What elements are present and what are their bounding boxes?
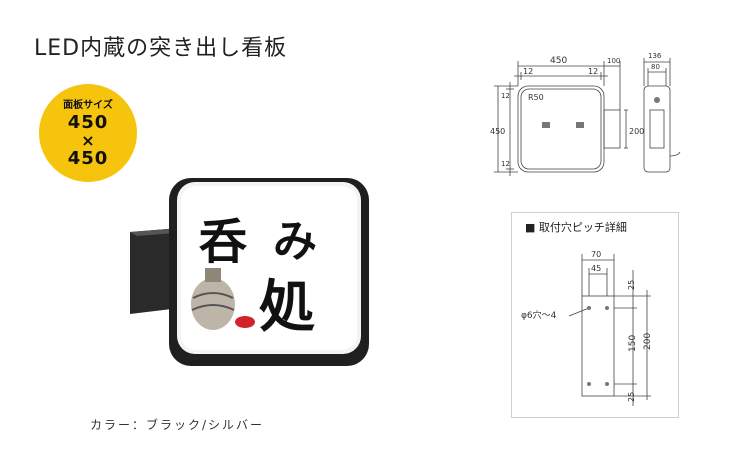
dim-depth-total: 136 xyxy=(648,52,662,60)
badge-height: 450 xyxy=(67,148,109,169)
pitch-middle: 150 xyxy=(628,335,638,352)
sign-char-3: 処 xyxy=(259,275,315,340)
dim-margin-left: 12 xyxy=(523,67,533,76)
badge-times: × xyxy=(81,131,95,150)
dim-height: 450 xyxy=(490,127,505,136)
pitch-total: 200 xyxy=(643,333,653,350)
product-title: LED内蔵の突き出し看板 xyxy=(34,36,288,61)
badge-width: 450 xyxy=(67,112,109,133)
pitch-width-inner: 45 xyxy=(591,264,601,273)
dim-depth-inner: 80 xyxy=(651,63,660,71)
dimension-drawing: 450 100 136 80 12 12 R50 450 12 12 200 xyxy=(490,52,681,176)
pitch-width-outer: 70 xyxy=(591,250,601,259)
sign-product-image: 呑 み 処 xyxy=(130,178,369,366)
dim-width: 450 xyxy=(550,56,567,66)
dim-margin-bottom: 12 xyxy=(501,160,510,168)
dim-margin-top: 12 xyxy=(501,92,510,100)
panel-size-badge: 面板サイズ 450 × 450 xyxy=(39,84,137,182)
pitch-top: 25 xyxy=(627,280,636,290)
pitch-bottom: 25 xyxy=(627,392,636,402)
color-label: カラー：ブラック/シルバー xyxy=(90,418,265,432)
pitch-detail-frame xyxy=(511,212,679,418)
sign-char-2: み xyxy=(273,216,317,267)
dim-margin-right: 12 xyxy=(588,67,598,76)
pitch-title: ■ 取付穴ピッチ詳細 xyxy=(525,221,627,234)
pitch-drawing: 70 45 φ6穴～4 25 150 200 25 xyxy=(521,250,653,406)
pitch-hole-label: φ6穴～4 xyxy=(521,309,557,321)
dim-radius: R50 xyxy=(528,93,544,102)
dim-bracket-height: 200 xyxy=(629,127,644,136)
dim-arm: 100 xyxy=(607,57,620,65)
badge-label: 面板サイズ xyxy=(63,100,113,111)
sign-char-1: 呑 xyxy=(199,214,247,270)
